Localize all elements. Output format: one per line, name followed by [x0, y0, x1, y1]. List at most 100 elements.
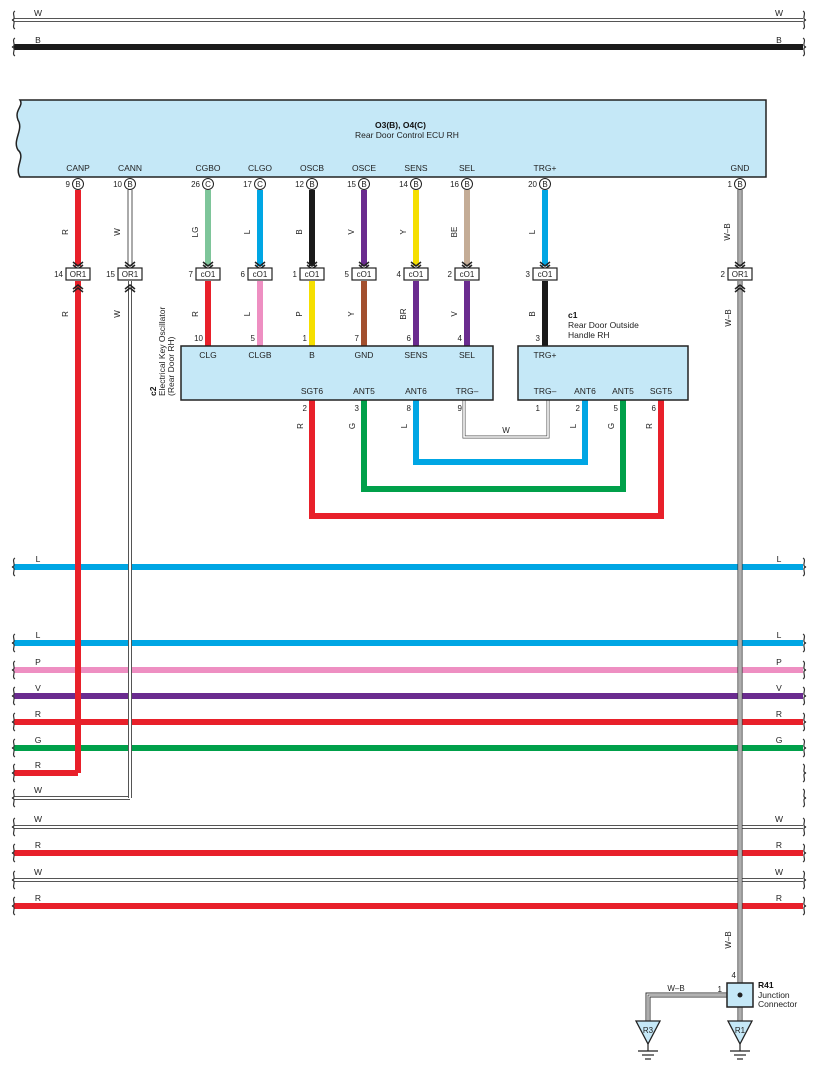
handle-box [517, 345, 689, 401]
or1-arrow-a-0 [72, 284, 84, 290]
bus-label-left-11: R [35, 893, 41, 903]
handle-name2: Handle RH [568, 330, 610, 340]
ecu-pin-name-CANP: CANP [66, 163, 90, 173]
bus-break-3-right [802, 686, 807, 706]
handle-bottom-pin-name-1: ANT6 [574, 386, 596, 396]
osc-top-pin-name-1: CLGB [248, 350, 271, 360]
osc-top-pin-num-2: 1 [303, 334, 308, 343]
osc-bottom-pin-name-1: ANT5 [353, 386, 375, 396]
junction-left-wire-outline [645, 992, 727, 1021]
ecu-pin-conn-7: B [464, 180, 469, 189]
ecu-subtitle: Rear Door Control ECU RH [355, 130, 459, 140]
ecu-pin-num-1: 10 [113, 180, 122, 189]
ecu-pin-conn-3: C [257, 180, 263, 189]
ant6-wire-label: L [400, 423, 409, 428]
bus-break-2 [11, 660, 16, 680]
connector-label-6: cO1 [409, 270, 424, 279]
ecu-pin-conn-9: B [737, 180, 742, 189]
ecu-wire-label-5: V [347, 229, 356, 235]
bus-label-left-10: W [34, 867, 42, 877]
connector-box-2 [195, 267, 221, 281]
ant6-loop [413, 400, 588, 465]
connector-num-0: 14 [54, 270, 63, 279]
ecu-pin-num-6: 14 [399, 180, 408, 189]
osc-top-wire-label-3: Y [347, 311, 356, 317]
ecu-pin-circle-7 [461, 178, 473, 190]
junction-name2: Connector [758, 999, 797, 1009]
osc-top-pin-name-5: SEL [459, 350, 475, 360]
oscillator-code: c2 [148, 386, 158, 396]
connector-box-1 [117, 267, 143, 281]
bus-break-11 [11, 896, 16, 916]
osc-top-wire-label-5: V [450, 311, 459, 317]
ecu-pin-circle-4 [306, 178, 318, 190]
connector-num-1: 15 [106, 270, 115, 279]
bus-label-right-8: W [775, 814, 783, 824]
oscillator-box [180, 345, 494, 401]
ecu-pin-circle-5 [358, 178, 370, 190]
osc-top-pin-num-1: 5 [251, 334, 256, 343]
trg-link-label: W [502, 426, 510, 435]
ecu-pin-circle-0 [72, 178, 84, 190]
ecu-box [15, 99, 767, 178]
connector-box-4 [299, 267, 325, 281]
top-bus-label-right: B [776, 35, 782, 45]
bus-label-right-2: P [776, 657, 782, 667]
bus-break-1-right [802, 633, 807, 653]
connector-num-6: 4 [397, 270, 402, 279]
bus-label-right-10: W [775, 867, 783, 877]
ecu-pin-num-3: 17 [243, 180, 252, 189]
ecu-pin-num-5: 15 [347, 180, 356, 189]
connector-num-4: 1 [293, 270, 298, 279]
top-bus-break-0-right [802, 10, 807, 30]
ecu-pin-num-2: 26 [191, 180, 200, 189]
ant5-loop [361, 400, 626, 492]
connector-label-3: cO1 [253, 270, 268, 279]
ecu-pin-num-8: 20 [528, 180, 537, 189]
handle-bottom-pin-name-0: TRG– [534, 386, 557, 396]
bus-break-0-right [802, 557, 807, 577]
ecu-pin-name-CANN: CANN [118, 163, 142, 173]
top-bus-break-0 [11, 10, 16, 30]
ecu-pin-num-0: 9 [66, 180, 71, 189]
ecu-pin-circle-2 [202, 178, 214, 190]
connector-label-8: cO1 [538, 270, 553, 279]
ecu-wire-label-0: R [61, 229, 70, 235]
ecu-pin-name-CLGO: CLGO [248, 163, 272, 173]
ecu-wire-arrow-a-3 [254, 261, 266, 267]
bus-label-left-4: R [35, 709, 41, 719]
ecu-pin-name-OSCE: OSCE [352, 163, 376, 173]
handle-sgt5-wire-label: R [645, 423, 654, 429]
top-bus-break-1 [11, 37, 16, 57]
connector-label-1: OR1 [122, 270, 139, 279]
ecu-pin-circle-1 [124, 178, 136, 190]
osc-bottom-pin-name-0: SGT6 [301, 386, 323, 396]
connector-box-5 [351, 267, 377, 281]
sgt-loop [309, 400, 664, 519]
bus-break-8 [11, 817, 16, 837]
osc-bottom-pin-num-3: 9 [458, 404, 463, 413]
bus-break-7 [11, 788, 16, 808]
ecu-wire-arrow-a-6 [410, 261, 422, 267]
trg-link [463, 400, 549, 438]
bus-label-right-5: G [776, 735, 783, 745]
junction-dot [737, 992, 743, 998]
bus-label-left-3: V [35, 683, 41, 693]
osc-top-pin-name-3: GND [355, 350, 374, 360]
connector-num-7: 2 [448, 270, 453, 279]
connector-label-9: OR1 [732, 270, 749, 279]
ecu-title: O3(B), O4(C) [375, 120, 426, 130]
ecu-pin-conn-1: B [127, 180, 132, 189]
osc-bottom-pin-name-2: ANT6 [405, 386, 427, 396]
or1-arrow-a-1 [124, 284, 136, 290]
ecu-pin-conn-8: B [542, 180, 547, 189]
ground-label-1: R1 [735, 1026, 746, 1035]
ecu-wire-label-4: B [295, 229, 304, 234]
handle-bottom-pin-num-3: 6 [652, 404, 657, 413]
top-bus-label-left: B [35, 35, 41, 45]
ecu-wire-arrow-a-5 [358, 261, 370, 267]
ecu-pin-num-9: 1 [728, 180, 733, 189]
ecu-pin-num-4: 12 [295, 180, 304, 189]
junction-hwire-label: W–B [667, 984, 684, 993]
connector-box-9 [727, 267, 753, 281]
